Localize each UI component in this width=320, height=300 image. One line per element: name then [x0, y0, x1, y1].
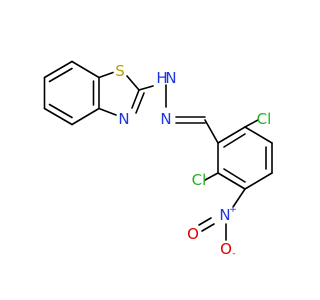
nitro-o-charge: -: [232, 249, 235, 259]
nitro-n-label: N: [219, 206, 230, 224]
nitro-o-single-label: O: [220, 240, 232, 258]
thiazole-n-label: N: [118, 110, 129, 128]
nitro-o-double-label: O: [187, 225, 199, 243]
sulfur-label: S: [115, 62, 125, 80]
imine-n-label: N: [160, 110, 171, 128]
molecule-structure: S H N N N Cl Cl N + O O -: [43, 60, 273, 259]
chlorine-bottom-label: Cl: [192, 171, 207, 189]
hydrazine-n-label: N: [165, 69, 176, 87]
chlorine-top-label: Cl: [257, 110, 272, 128]
hydrazine-h-label: H: [156, 69, 167, 87]
bonds: [43, 60, 273, 241]
nitro-n-charge: +: [229, 205, 237, 215]
atom-labels: S H N N N Cl Cl N + O O -: [115, 62, 271, 259]
